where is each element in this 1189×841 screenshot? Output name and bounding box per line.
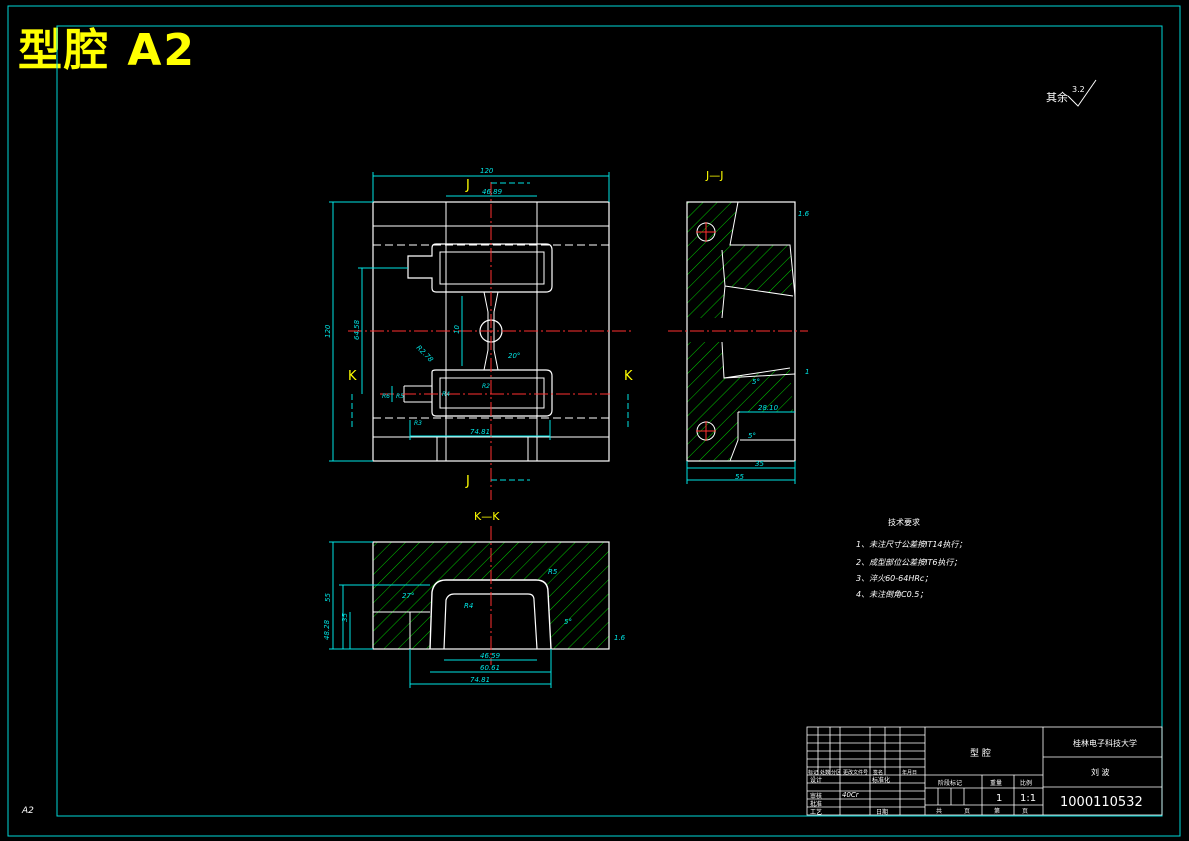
tb-left-label-4: 工艺 <box>810 808 822 816</box>
title-block <box>806 726 1163 816</box>
upper-cavity <box>407 243 553 293</box>
outer-frame <box>7 5 1181 837</box>
tb-material: 40Cr <box>842 791 860 799</box>
tb-row-label-5: 签名 <box>873 769 883 776</box>
kk-dimensions <box>329 541 552 688</box>
tb-date-label: 日期 <box>876 808 888 816</box>
runner-channel <box>483 291 499 371</box>
upper-cavity-inner <box>439 251 545 285</box>
tb-left-label-1: 设计 <box>810 776 822 784</box>
tb-left-label-3: 审核 <box>810 792 822 800</box>
dim-kk-w2: 60.61 <box>480 664 500 672</box>
tb-part-name: 型 腔 <box>970 747 991 759</box>
tb-scale: 1:1 <box>1020 793 1036 804</box>
dim-kk-48: 48.28 <box>323 619 331 640</box>
section-jj-label: J—J <box>705 169 724 182</box>
roughness-value: 3.2 <box>1072 85 1085 94</box>
title-block-text: 型 腔 桂林电子科技大学 刘 波 1000110532 40Cr 1:1 1 阶… <box>808 738 1143 816</box>
tech-req-heading: 技术要求 <box>888 517 920 527</box>
dim-jj-rough: 1.6 <box>798 210 810 218</box>
tb-row-label-3: 分区 <box>831 769 841 776</box>
tb-row-label-6: 年月日 <box>902 769 917 776</box>
tb-col-weight: 重量 <box>990 779 1002 787</box>
section-jj-view: J—J 35 55 28.10 5° 5° 1.6 1 <box>668 169 810 484</box>
dim-front-height: 120 <box>324 324 332 338</box>
dim-front-small-b: R5 <box>396 393 404 400</box>
tech-req-item-1: 1、未注尺寸公差按IT14执行； <box>856 540 967 549</box>
tb-drawing-number: 1000110532 <box>1060 795 1143 810</box>
tech-req-item-4: 4、未注倒角C0.5； <box>856 590 927 599</box>
dim-front-side-vert: 64.58 <box>353 319 361 340</box>
tb-col-stage: 阶段标记 <box>938 779 962 787</box>
drawing-title: 型腔 A2 <box>18 25 196 76</box>
dim-front-gate: R2 <box>482 383 490 390</box>
surface-roughness-note: 其余 3.2 <box>1046 79 1097 107</box>
dim-kk-35: 35 <box>341 613 349 622</box>
sheet-size-label: A2 <box>22 806 34 816</box>
tb-left-label-2: 标准化 <box>872 776 890 784</box>
section-kk-view: K—K 55 35 48.28 46.59 60.61 74.81 27° 5°… <box>323 510 626 688</box>
cut-j-bottom-label: J <box>465 474 470 489</box>
dim-kk-ang5: 5° <box>564 618 572 626</box>
dim-front-small-a: R6 <box>382 393 390 400</box>
cut-k-left-label: K <box>348 369 357 384</box>
dim-kk-w3: 74.81 <box>470 676 490 684</box>
dim-front-r-slot: R2.78 <box>415 344 436 365</box>
tb-quantity: 1 <box>996 793 1002 804</box>
dim-kk-w1: 46.59 <box>480 652 501 660</box>
dim-jj-one: 1 <box>805 368 809 376</box>
tb-designer: 刘 波 <box>1091 767 1110 777</box>
cut-j-top-label: J <box>465 178 470 193</box>
tb-sheet-page-b: 页 <box>1022 808 1028 815</box>
tb-row-label-1: 标记 <box>808 769 818 776</box>
cut-k-right-label: K <box>624 369 633 384</box>
dim-front-angle: 20° <box>508 352 520 360</box>
tb-row-label-4: 更改文件号 <box>843 769 868 776</box>
tb-left-label-5: 批准 <box>810 800 822 808</box>
front-dimensions <box>329 172 610 462</box>
dim-front-inner-width: 46.89 <box>482 188 503 196</box>
lower-cavity <box>431 369 553 417</box>
dim-jj-28: 28.10 <box>758 404 779 412</box>
jj-dimensions <box>686 411 796 484</box>
tb-sheet-total: 共 <box>936 807 942 815</box>
dim-jj-angle-b: 5° <box>748 432 756 440</box>
roughness-symbol <box>1067 79 1097 107</box>
tech-req-item-2: 2、成型部位公差按IT6执行； <box>856 558 961 567</box>
dim-front-small-d: R4 <box>442 391 450 398</box>
front-view: K K J J 120 46.89 120 64.58 10 20° R <box>324 167 633 500</box>
roughness-prefix: 其余 <box>1046 90 1068 104</box>
dim-kk-r30: R5 <box>548 568 558 576</box>
tb-col-scale: 比例 <box>1020 779 1032 787</box>
dim-front-width: 120 <box>480 167 494 175</box>
lower-cavity-inner <box>439 377 545 409</box>
dim-front-center-gap: 10 <box>453 325 461 334</box>
dim-front-bottom-len: 74.81 <box>470 428 490 436</box>
dim-jj-35: 35 <box>755 460 764 468</box>
dim-front-small-c: R3 <box>414 420 422 427</box>
dim-jj-angle-a: 5° <box>752 378 760 386</box>
inner-frame <box>56 25 1163 817</box>
dim-kk-55: 55 <box>324 593 332 602</box>
tech-req-item-3: 3、淬火60-64HRc； <box>856 574 932 583</box>
dim-jj-55: 55 <box>735 473 744 481</box>
technical-requirements: 技术要求 1、未注尺寸公差按IT14执行； 2、成型部位公差按IT6执行； 3、… <box>856 517 967 599</box>
tb-sheet-page-a: 页 <box>964 808 970 815</box>
jj-hatch-lower <box>687 342 793 461</box>
dim-kk-rough: 1.6 <box>614 634 626 642</box>
tb-school: 桂林电子科技大学 <box>1073 738 1137 748</box>
tb-row-label-2: 处数 <box>820 769 830 776</box>
jj-upper-profile <box>721 201 796 319</box>
jj-hatch-upper <box>687 202 793 318</box>
dim-kk-ang27: 27° <box>402 592 414 600</box>
dim-kk-rinner: R4 <box>464 602 473 610</box>
tb-sheet-no: 第 <box>994 807 1000 815</box>
section-kk-label: K—K <box>474 510 500 523</box>
